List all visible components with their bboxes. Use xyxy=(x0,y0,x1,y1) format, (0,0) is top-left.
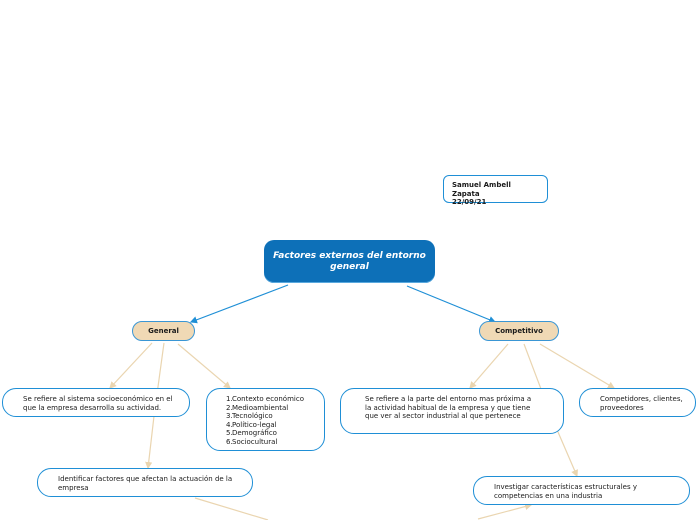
edge-general-task-out xyxy=(194,497,269,520)
edge-general-factors xyxy=(177,343,231,389)
general-factors-node[interactable]: 1.Contexto económico 2.Medioambiental 3.… xyxy=(206,388,325,451)
competitivo-examples: Competidores, clientes, proveedores xyxy=(600,395,683,412)
topic-competitivo-label: Competitivo xyxy=(495,326,543,335)
general-factors-list: 1.Contexto económico 2.Medioambiental 3.… xyxy=(226,395,316,447)
author-name: Samuel Ambell Zapata xyxy=(452,181,511,198)
edge-root-competitivo xyxy=(406,285,497,324)
competitivo-description-node[interactable]: Se refiere a la parte del entorno mas pr… xyxy=(340,388,564,434)
factor-item: 2.Medioambiental xyxy=(226,403,289,412)
factor-item: 5.Demográfico xyxy=(226,429,277,438)
edge-competitivo-examples xyxy=(539,343,616,389)
factor-item: 1.Contexto económico xyxy=(226,395,304,403)
edge-task-link xyxy=(477,503,533,520)
topic-competitivo[interactable]: Competitivo xyxy=(479,321,559,341)
topic-general[interactable]: General xyxy=(132,321,195,341)
author-date: 22/09/21 xyxy=(452,198,487,207)
general-task: Identificar factores que afectan la actu… xyxy=(58,475,233,492)
root-title: Factores externos del entorno general xyxy=(273,250,426,272)
general-description: Se refiere al sistema socioeconómico en … xyxy=(23,395,173,412)
edge-root-general xyxy=(189,284,289,324)
competitivo-task-node[interactable]: Investigar características estructurales… xyxy=(473,476,690,505)
competitivo-description: Se refiere a la parte del entorno mas pr… xyxy=(365,395,532,421)
root-topic[interactable]: Factores externos del entorno general xyxy=(264,240,435,283)
author-note[interactable]: Samuel Ambell Zapata 22/09/21 xyxy=(443,175,548,206)
factor-item: 4.Político-legal xyxy=(226,420,277,429)
topic-general-label: General xyxy=(148,326,179,335)
competitivo-examples-node[interactable]: Competidores, clientes, proveedores xyxy=(579,388,696,417)
edge-competitivo-description xyxy=(469,343,509,389)
competitivo-task: Investigar características estructurales… xyxy=(494,483,637,500)
factor-item: 6.Sociocultural xyxy=(226,437,278,446)
general-description-node[interactable]: Se refiere al sistema socioeconómico en … xyxy=(2,388,190,417)
factor-item: 3.Tecnológico xyxy=(226,412,273,421)
general-task-node[interactable]: Identificar factores que afectan la actu… xyxy=(37,468,253,497)
edge-general-description xyxy=(109,342,153,389)
